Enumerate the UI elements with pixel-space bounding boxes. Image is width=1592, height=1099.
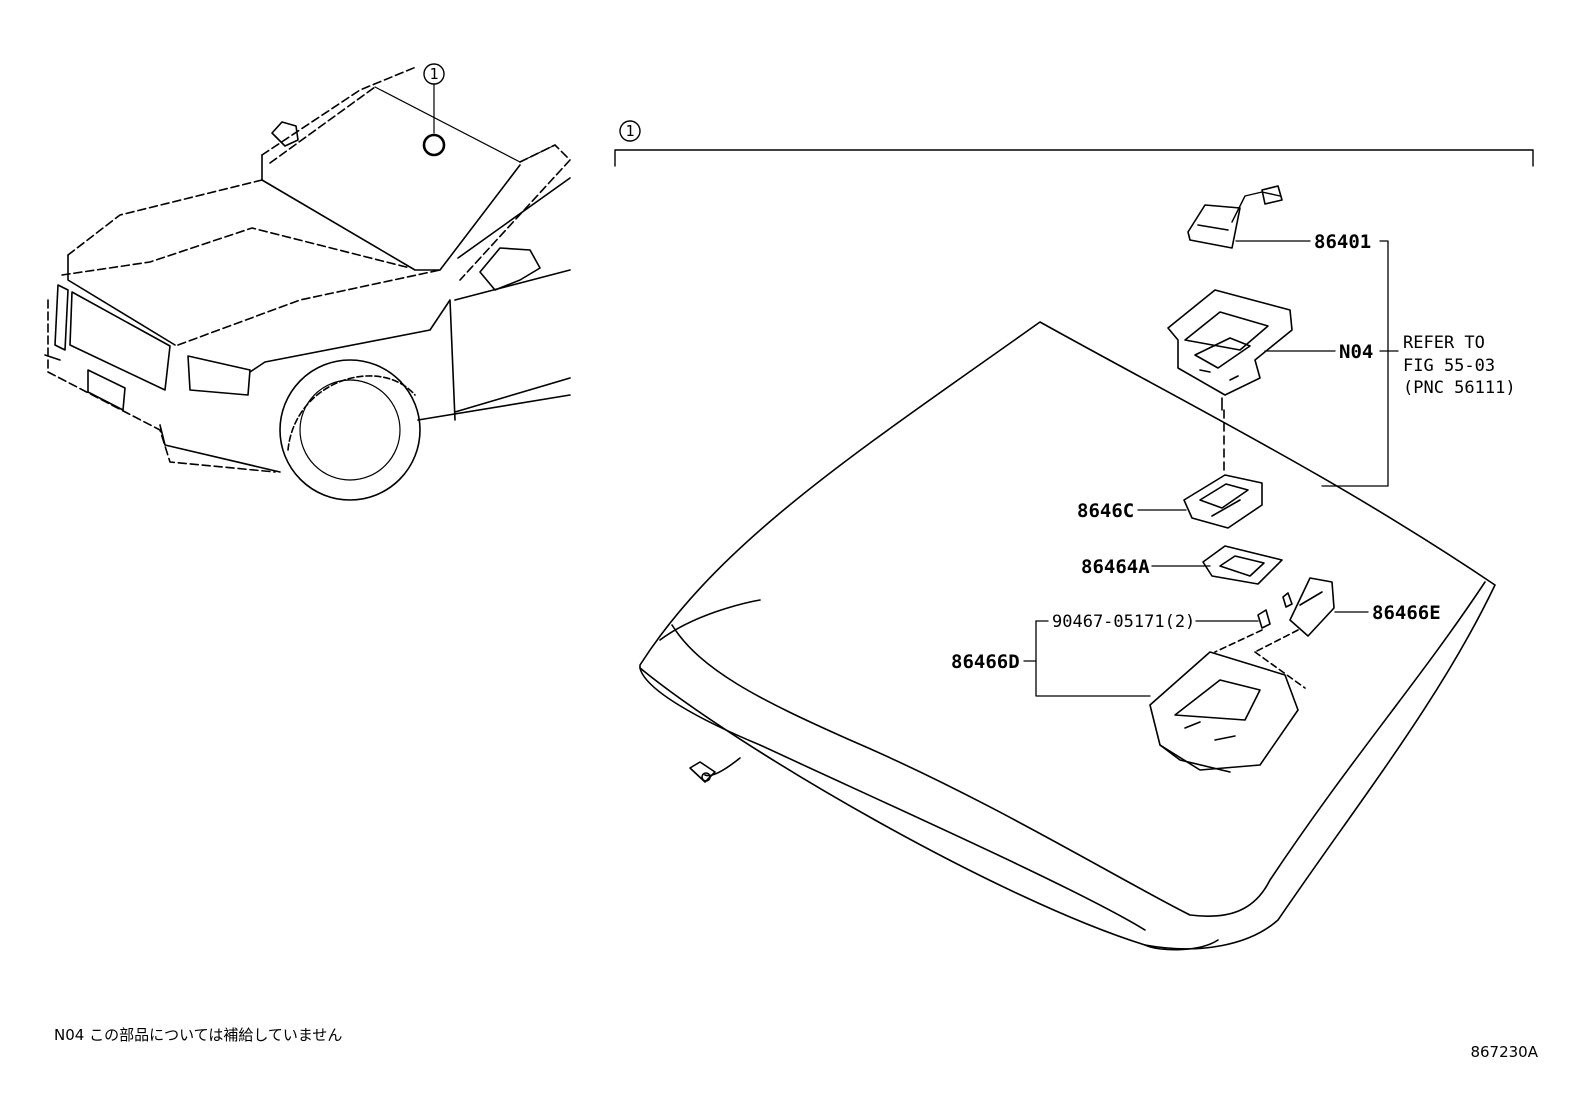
part-90467-clip [1257, 592, 1293, 629]
part-N04-bracket [1167, 289, 1293, 411]
windshield-glass [639, 321, 1496, 951]
diagram-code: 867230A [1470, 1043, 1538, 1061]
footnote: N04 この部品については補給していません [54, 1026, 343, 1044]
label-86466D: 86466D [951, 651, 1020, 673]
part-86401-sensor [1187, 185, 1283, 249]
label-90467-05171: 90467-05171(2) [1052, 612, 1195, 632]
refer-line-1: REFER TO [1403, 333, 1485, 353]
label-86464A: 86464A [1081, 556, 1150, 578]
label-N04: N04 [1339, 341, 1373, 363]
part-8646C [1183, 474, 1263, 529]
part-86464A [1202, 545, 1283, 585]
label-86401: 86401 [1314, 231, 1371, 253]
part-86466D-cover [1149, 651, 1299, 773]
refer-line-2: FIG 55-03 [1403, 356, 1495, 376]
car-callout-number: 1 [429, 65, 438, 83]
car-callout-group [422, 63, 446, 157]
part-86466E [1289, 577, 1335, 637]
bracket-callout-number: 1 [625, 122, 634, 140]
label-86466E: 86466E [1372, 602, 1441, 624]
assembly-bracket [614, 120, 1534, 167]
label-8646C: 8646C [1077, 500, 1134, 522]
refer-line-3: (PNC 56111) [1403, 378, 1516, 398]
leader-lines [1023, 240, 1399, 697]
car-illustration [44, 66, 571, 501]
